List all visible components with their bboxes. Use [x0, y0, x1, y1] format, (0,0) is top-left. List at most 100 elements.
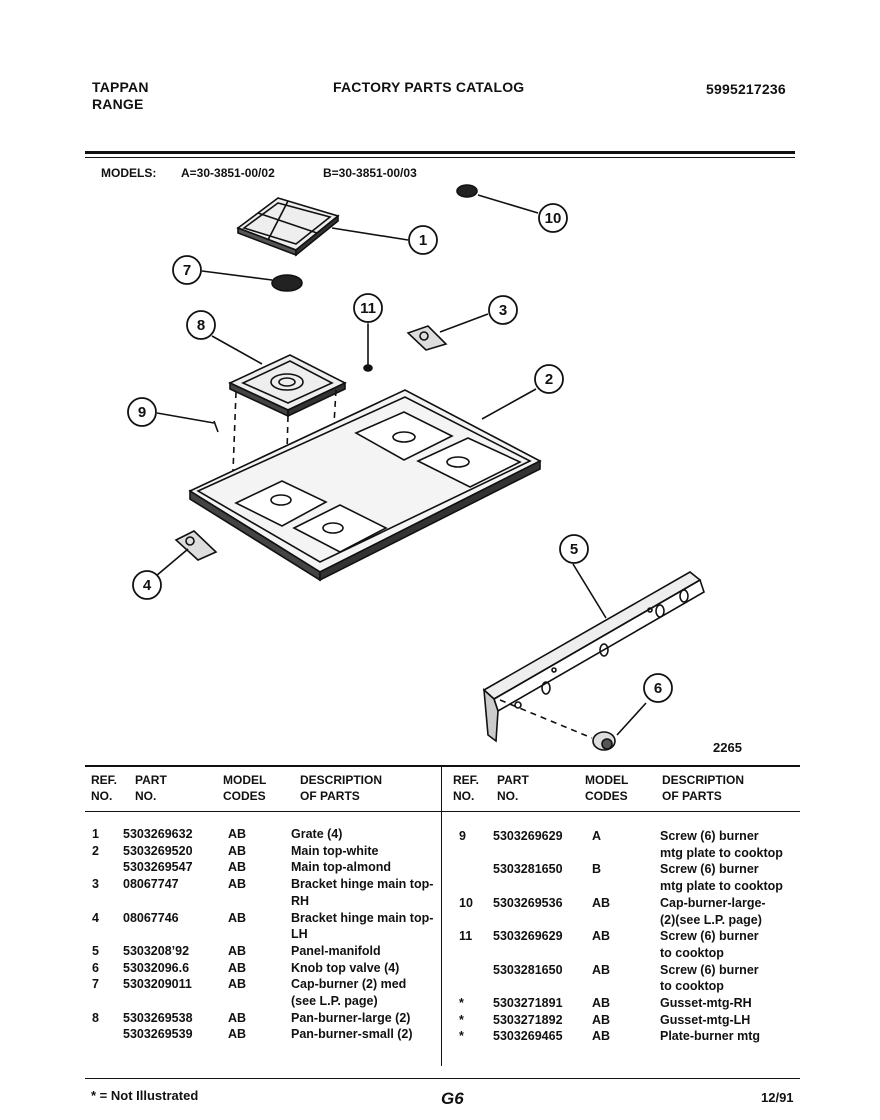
catalog-number: 5995217236	[706, 81, 786, 97]
callout-10: 10	[538, 203, 568, 233]
drawing-number: 2265	[713, 740, 742, 755]
right-row-desc-cell: Plate-burner mtg	[660, 1029, 761, 1044]
right-row-part-cell: 5303271892	[493, 1012, 563, 1027]
left-row-code-cell: AB	[228, 843, 247, 858]
callout-9: 9	[127, 397, 157, 427]
bracket-rh-part	[406, 325, 448, 351]
callout-leader-2	[481, 388, 537, 420]
svg-text:6: 6	[654, 680, 662, 697]
model-a: A=30-3851-00/02	[181, 166, 275, 180]
right-row-ref-cell: 9	[459, 829, 466, 843]
callout-4: 4	[132, 570, 162, 600]
left-row-part-cell: 5303208’92	[123, 943, 190, 958]
callout-leader-4	[155, 548, 189, 577]
right-row-code-cell: AB	[592, 1029, 611, 1044]
right-row-desc-cell: Cap-burner-large-	[660, 895, 766, 910]
right-row-code-cell: AB	[592, 1012, 611, 1027]
left-row-desc-cell: RH	[291, 893, 310, 908]
left-row-part-cell: 5303269539	[123, 1027, 193, 1042]
left-row-part-cell: 53032096.6	[123, 960, 190, 975]
right-row-desc-cell: Screw (6) burner	[660, 829, 759, 843]
callout-11: 11	[353, 293, 383, 323]
left-row-desc-cell: Bracket hinge main top-	[291, 910, 434, 925]
right-row-desc-cell: to cooktop	[660, 979, 724, 994]
left-row-desc-cell: Main top-almond	[291, 860, 391, 875]
screw-11-part	[363, 324, 373, 372]
header-rule-thin	[85, 157, 795, 158]
right-row-desc-cell: mtg plate to cooktop	[660, 879, 783, 894]
right-row-desc-cell: Gusset-mtg-RH	[660, 996, 752, 1010]
callout-leader-8	[211, 335, 263, 365]
right-row-desc-cell: Gusset-mtg-LH	[660, 1012, 751, 1027]
left-row-code-cell: AB	[228, 1010, 247, 1025]
left-row-ref-cell: 5	[92, 943, 99, 958]
right-row-code-cell: AB	[592, 962, 611, 977]
right-row-part-cell: 5303271891	[493, 996, 563, 1010]
left-row-part-cell: 08067747	[123, 877, 179, 892]
left-row-code-cell: AB	[228, 827, 247, 841]
left-row-desc-cell: Bracket hinge main top-	[291, 877, 434, 892]
right-row-ref-cell: *	[459, 1012, 464, 1027]
callout-1: 1	[408, 225, 438, 255]
right-row-code-cell: AB	[592, 895, 611, 910]
left-row-code-cell: AB	[228, 877, 247, 892]
table-top-rule	[85, 765, 800, 767]
grate-part	[236, 197, 340, 257]
screw-9-part	[213, 420, 219, 433]
right-row-desc-cell: Screw (6) burner	[660, 862, 759, 877]
svg-text:1: 1	[419, 232, 427, 249]
right-row-desc-cell: (2)(see L.P. page)	[660, 912, 762, 927]
page-number: G6	[441, 1089, 464, 1108]
cap-burner-large-part	[456, 184, 478, 198]
right-row-desc-cell: to cooktop	[660, 945, 724, 960]
left-row-code-cell: AB	[228, 977, 247, 992]
right-row-code-cell: AB	[592, 996, 611, 1010]
right-row-code-cell: B	[592, 862, 602, 877]
left-row-part-cell: 5303209011	[123, 977, 192, 992]
left-row-desc-cell: Main top-white	[291, 843, 379, 858]
left-row-ref-cell: 3	[92, 877, 99, 892]
left-row-part-cell: 5303269538	[123, 1010, 193, 1025]
right-row-part-cell: 5303269536	[493, 895, 563, 910]
header-rule-thick	[85, 151, 795, 154]
callout-3: 3	[488, 295, 518, 325]
models-label: MODELS:	[101, 166, 157, 180]
left-row-part-cell: 5303269632	[123, 827, 193, 841]
left-row-code-cell: AB	[228, 960, 247, 975]
left-row-ref-cell: 6	[92, 960, 99, 975]
footer-rule	[85, 1078, 800, 1079]
callout-7: 7	[172, 255, 202, 285]
right-row-part-cell: 5303269629	[493, 929, 563, 944]
svg-text:10: 10	[545, 210, 562, 227]
right-row-part-cell: 5303281650	[493, 862, 563, 877]
svg-text:8: 8	[197, 317, 205, 334]
left-row-ref-cell: 8	[92, 1010, 99, 1025]
brand-line-1: TAPPAN	[92, 79, 149, 95]
callout-leader-9	[156, 412, 215, 424]
callout-leader-7	[201, 270, 273, 281]
left-row-desc-cell: Panel-manifold	[291, 943, 381, 958]
left-row-code-cell: AB	[228, 1027, 247, 1042]
catalog-title: FACTORY PARTS CATALOG	[333, 79, 525, 95]
right-row-code-cell: AB	[592, 929, 611, 944]
svg-text:5: 5	[570, 541, 578, 558]
svg-text:7: 7	[183, 262, 191, 279]
svg-text:9: 9	[138, 404, 146, 421]
svg-text:4: 4	[143, 577, 152, 594]
exploded-parts-diagram: 1 2 3 4 5 6 7 8 9 10 11	[127, 184, 705, 751]
svg-text:2: 2	[545, 371, 553, 388]
right-row-ref-cell: 11	[459, 929, 473, 944]
right-row-ref-cell: *	[459, 996, 464, 1010]
right-row-part-cell: 5303269629	[493, 829, 563, 843]
callout-leader-6	[616, 702, 647, 736]
left-row-desc-cell: LH	[291, 927, 308, 942]
left-row-ref-cell: 4	[92, 910, 99, 925]
right-row-desc-cell: Screw (6) burner	[660, 929, 759, 944]
right-row-desc-cell: Screw (6) burner	[660, 962, 759, 977]
svg-text:3: 3	[499, 302, 507, 319]
